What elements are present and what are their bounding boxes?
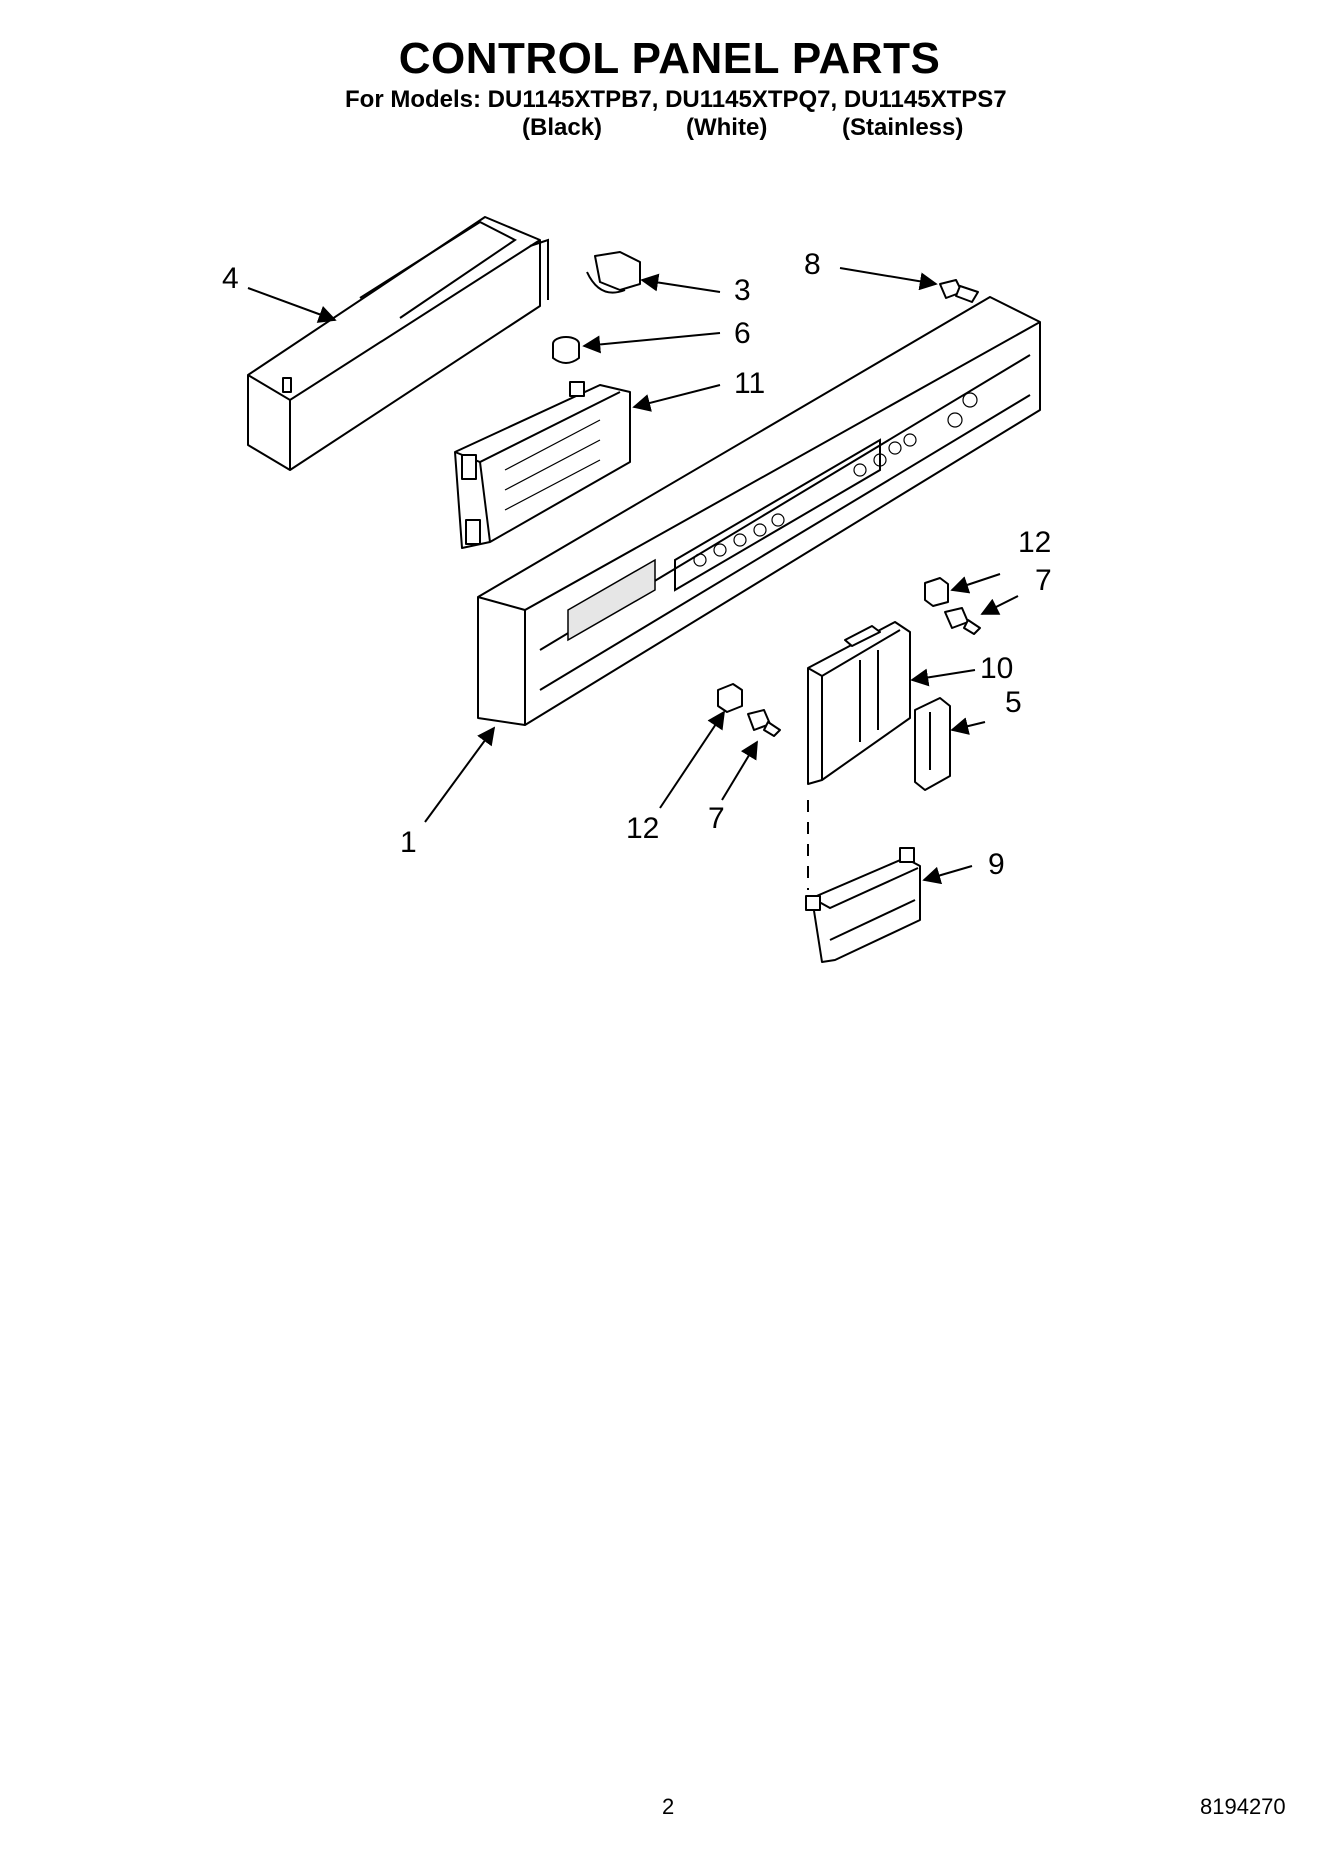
part-11-control-board	[454, 381, 631, 549]
variant-white: (White)	[686, 114, 768, 141]
document-number: 8194270	[1200, 1794, 1286, 1819]
part-5-latch	[914, 697, 951, 791]
callout-12-right: 12	[1018, 526, 1051, 559]
callout-1: 1	[400, 826, 417, 859]
part-12-clip-right	[924, 577, 949, 607]
callout-6: 6	[734, 317, 751, 350]
callout-10: 10	[980, 652, 1013, 685]
leader-lines	[247, 267, 1019, 885]
part-12-clip-left	[717, 683, 743, 713]
callout-12-left: 12	[626, 812, 659, 845]
callout-3: 3	[734, 274, 751, 307]
panel-buttons	[693, 392, 978, 567]
part-3-clip	[586, 251, 641, 294]
part-7-screw-left	[747, 709, 781, 737]
callout-8: 8	[804, 248, 821, 281]
part-10-bracket	[807, 621, 911, 785]
page-title: CONTROL PANEL PARTS	[398, 34, 941, 83]
variant-stainless: (Stainless)	[842, 114, 964, 141]
callout-5: 5	[1005, 686, 1022, 719]
part-7-screw-right	[944, 607, 981, 635]
part-4-cover-box	[247, 216, 549, 471]
callout-11: 11	[734, 367, 765, 400]
part-6-button	[552, 336, 580, 364]
models-line: For Models: DU1145XTPB7, DU1145XTPQ7, DU…	[345, 86, 1007, 113]
variant-black: (Black)	[522, 114, 603, 141]
callout-4: 4	[222, 262, 239, 295]
callout-7-left: 7	[708, 802, 725, 835]
callout-7-right: 7	[1035, 564, 1052, 597]
page-number: 2	[662, 1794, 675, 1819]
callout-9: 9	[988, 848, 1005, 881]
callout-labels: 4 3 6 11 8 1 12 7 10 5 12 7 9	[222, 248, 1052, 881]
part-9-lower-bracket	[805, 847, 921, 963]
part-1-control-panel	[477, 296, 1041, 726]
part-8-screw	[939, 279, 979, 303]
